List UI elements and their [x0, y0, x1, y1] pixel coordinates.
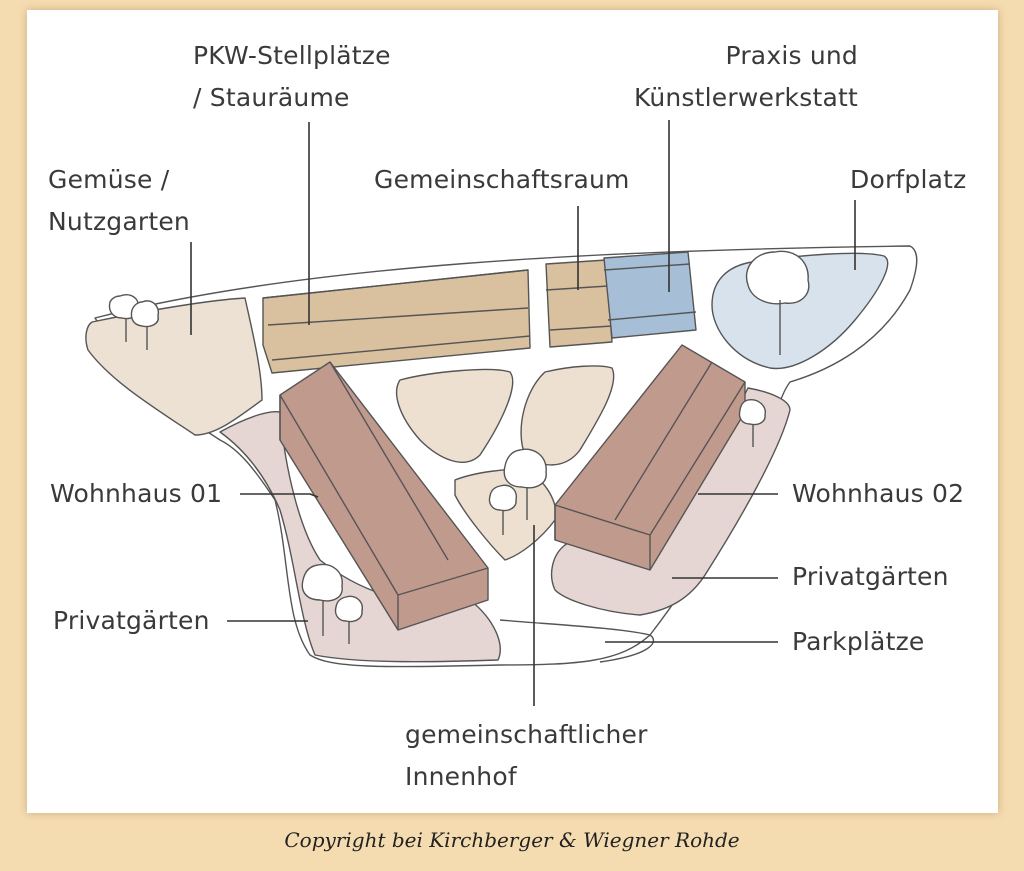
- label-wohnhaus02: Wohnhaus 02: [792, 479, 965, 508]
- vegetable-garden-area: [85, 297, 263, 436]
- tree-icon: [488, 484, 517, 512]
- tree-icon: [301, 563, 343, 602]
- tree-icon: [130, 300, 159, 328]
- tree-icon: [334, 595, 363, 623]
- leader-wohnhaus01: [240, 493, 319, 498]
- label-privatgaerten-right: Privatgärten: [792, 562, 949, 591]
- label-gemeinschaftsraum: Gemeinschaftsraum: [374, 165, 630, 194]
- label-wohnhaus01: Wohnhaus 01: [50, 479, 223, 508]
- label-gemuese: Gemüse /Nutzgarten: [48, 165, 190, 236]
- tree-icon: [745, 250, 810, 305]
- courtyard-patch-2: [520, 365, 615, 466]
- label-dorfplatz: Dorfplatz: [850, 165, 967, 194]
- parking-curve: [499, 619, 655, 663]
- label-pkw: PKW-Stellplätze/ Stauräume: [193, 41, 391, 112]
- tree-icons: [108, 250, 810, 623]
- label-privatgaerten-left: Privatgärten: [53, 606, 210, 635]
- copyright-caption: Copyright bei Kirchberger & Wiegner Rohd…: [284, 828, 740, 852]
- community-room-building: [545, 259, 613, 348]
- workshop-building: [603, 251, 697, 339]
- tree-icon: [503, 448, 547, 489]
- courtyard-patch-1: [396, 368, 514, 463]
- tree-icon: [738, 399, 766, 426]
- label-parkplaetze: Parkplätze: [792, 627, 925, 656]
